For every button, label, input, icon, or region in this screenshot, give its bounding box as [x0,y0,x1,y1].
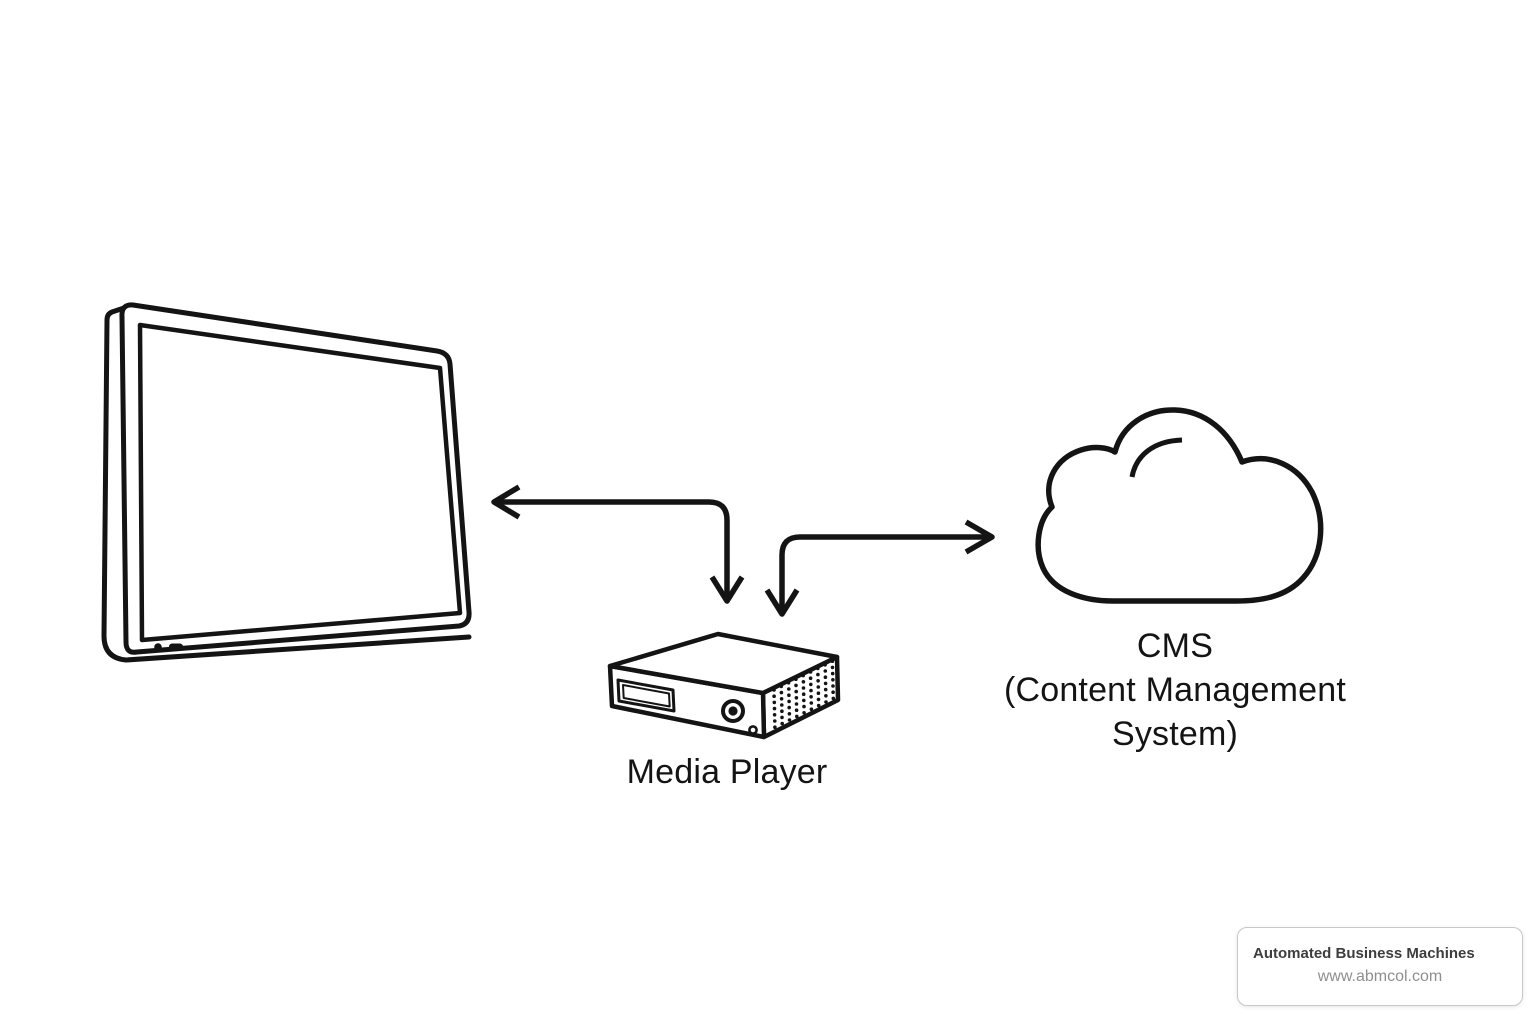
cms-label-line2: (Content Management [1003,671,1347,709]
flat-screen-display-icon [101,302,472,663]
arrowhead-down-icon [709,575,745,604]
arrowhead-right-icon [964,519,995,555]
media-player-label: Media Player [626,753,828,791]
power-led-icon [154,643,162,651]
brand-badge: Automated Business Machines www.abmcol.c… [1237,927,1523,1006]
cloud-icon [1035,407,1324,604]
brand-name: Automated Business Machines [1253,945,1475,962]
cms-label-line3: System) [1111,715,1239,753]
arrowhead-down-icon [764,588,800,617]
ir-sensor-icon [169,643,183,650]
knob-icon [721,699,745,723]
cms-label-line1: CMS [1136,627,1214,665]
arrow-mediaplayer-to-display [491,484,745,604]
front-display-slot-icon [616,678,676,713]
brand-website: www.abmcol.com [1317,968,1443,985]
small-button-icon [748,725,758,735]
speaker-grill [772,659,836,729]
arrow-mediaplayer-to-cms [764,519,995,617]
cms-label: CMS (Content Management System) [975,624,1375,756]
arrowhead-left-icon [491,484,521,520]
cloud-inner-arc [1129,437,1183,478]
media-player-box-icon [607,631,841,740]
